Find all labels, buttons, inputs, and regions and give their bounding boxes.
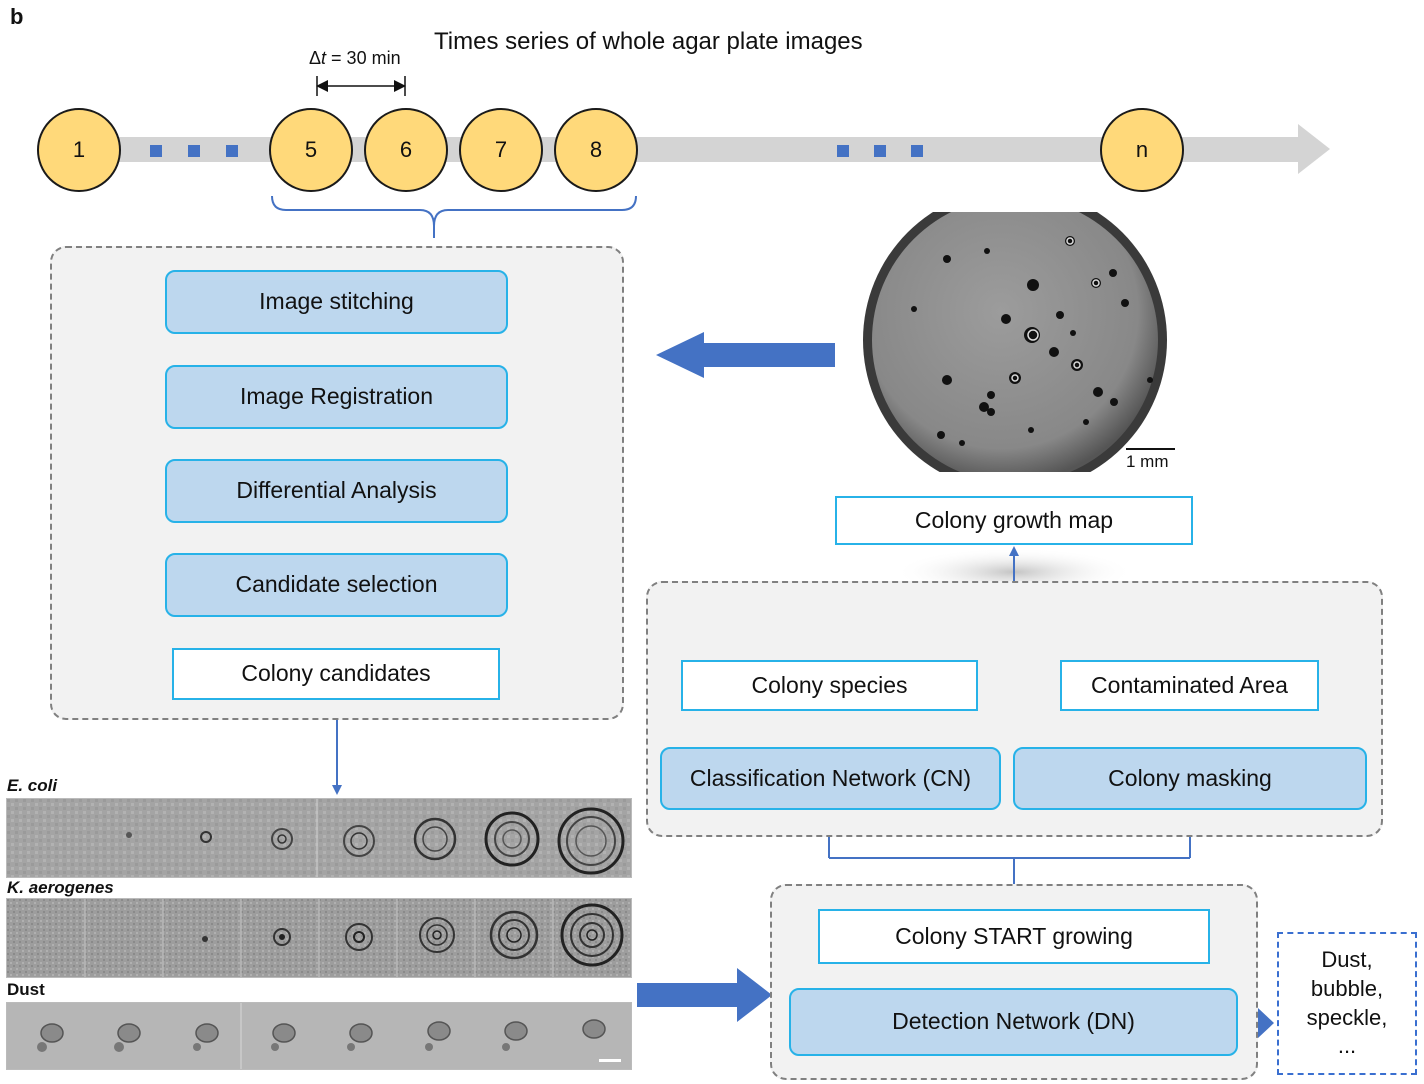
frame-circle: n [1100,108,1184,192]
colony-growth-map-box: Colony growth map [835,496,1193,545]
big-arrow-right [637,968,772,1022]
colony-species-box: Colony species [681,660,978,711]
step-image-stitching: Image stitching [165,270,508,334]
step-candidate-selection: Candidate selection [165,553,508,617]
frame-circle: 8 [554,108,638,192]
scale-bar [599,1059,621,1062]
ellipsis-dot [911,145,923,157]
interval-label: Δt = 30 min [309,48,401,69]
classification-network-box: Classification Network (CN) [660,747,1001,810]
colony-candidates-box: Colony candidates [172,648,500,700]
contaminated-area-box: Contaminated Area [1060,660,1319,711]
dust-strip [6,1002,632,1070]
detection-network-box: Detection Network (DN) [789,988,1238,1056]
ellipsis-dot [150,145,162,157]
step-image-registration: Image Registration [165,365,508,429]
ellipsis-dot [188,145,200,157]
ecoli-strip [6,798,632,878]
frame-bracket [271,195,637,227]
reject-item: bubble, [1310,975,1384,1001]
interval-suffix: = 30 min [326,48,401,68]
plate-scale-label: 1 mm [1126,452,1169,471]
ellipsis-dot [874,145,886,157]
reject-item: Dust, [1321,947,1373,973]
big-arrow-left [656,332,835,378]
panel-letter: b [10,4,24,29]
step-differential-analysis: Differential Analysis [165,459,508,523]
dust-thumbnails [7,1003,631,1069]
timeline-arrowhead [1298,124,1330,174]
ecoli-thumbnails [7,799,631,877]
rejected-objects-box: Dust, bubble, speckle, ... [1277,932,1417,1075]
colony-masking-box: Colony masking [1013,747,1367,810]
timeline-title: Times series of whole agar plate images [434,28,863,55]
ellipsis-dot [226,145,238,157]
label-ecoli: E. coli [7,776,58,795]
kaerogenes-strip [6,898,632,978]
reject-item: ... [1337,1033,1357,1059]
interval-prefix: Δ [309,48,322,68]
label-kaerogenes: K. aerogenes [7,878,114,897]
kaerogenes-thumbnails [7,899,631,977]
interval-var: t [321,48,327,68]
colony-start-growing-box: Colony START growing [818,909,1210,964]
frame-circle: 6 [364,108,448,192]
label-dust: Dust [7,980,45,999]
reject-item: speckle, [1306,1004,1388,1030]
agar-plate-image [863,212,1175,472]
frame-circle: 5 [269,108,353,192]
frame-circle: 7 [459,108,543,192]
frame-circle: 1 [37,108,121,192]
ellipsis-dot [837,145,849,157]
